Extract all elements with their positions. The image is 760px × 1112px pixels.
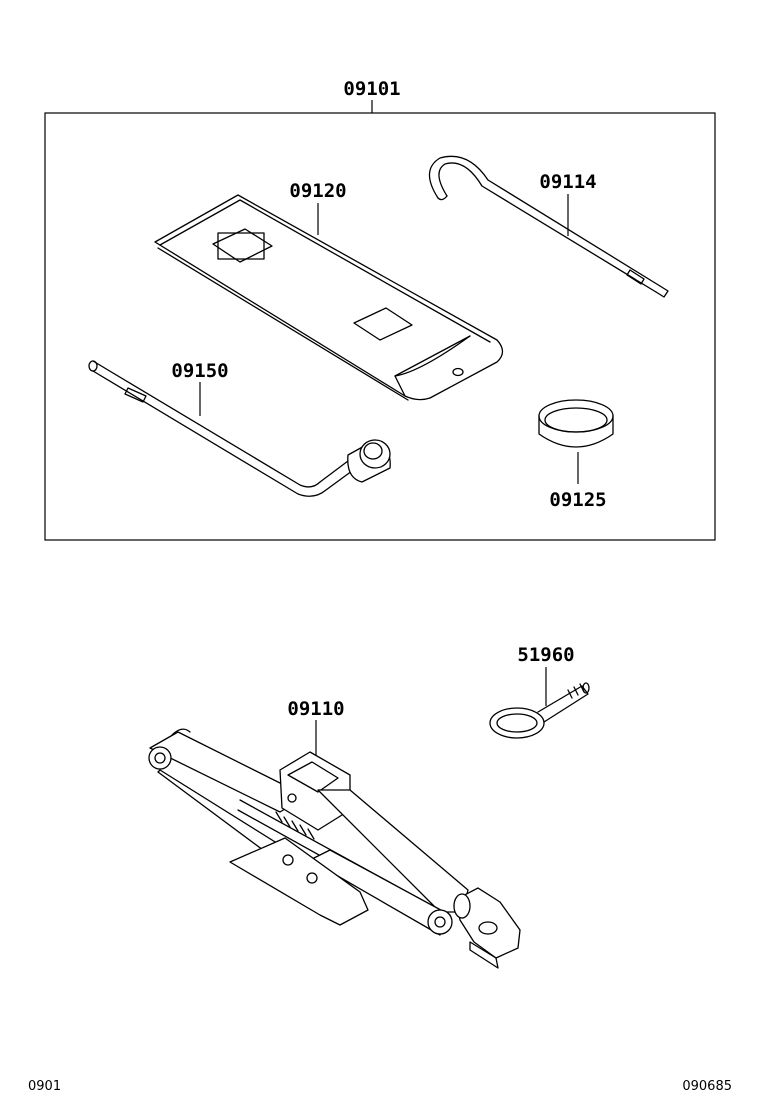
ring-drawing <box>538 399 614 448</box>
label-lug-wrench[interactable]: 09150 <box>171 360 228 382</box>
tool-bag-drawing <box>154 194 504 401</box>
label-kit[interactable]: 09101 <box>343 78 400 100</box>
label-jack[interactable]: 09110 <box>287 698 344 720</box>
jack-drawing <box>148 728 521 969</box>
hook-tool-drawing <box>428 155 669 298</box>
label-hook-tool[interactable]: 09114 <box>539 171 596 193</box>
kit-group: 09101 <box>44 78 716 541</box>
kit-box <box>44 112 716 541</box>
label-bag[interactable]: 09120 <box>289 180 346 202</box>
label-ring[interactable]: 09125 <box>549 489 606 511</box>
label-towing-eye[interactable]: 51960 <box>517 644 574 666</box>
footer-right-code: 090685 <box>682 1079 732 1094</box>
towing-eye-drawing <box>489 682 590 739</box>
lug-wrench-drawing <box>88 360 391 497</box>
footer-left-code: 0901 <box>28 1079 61 1094</box>
